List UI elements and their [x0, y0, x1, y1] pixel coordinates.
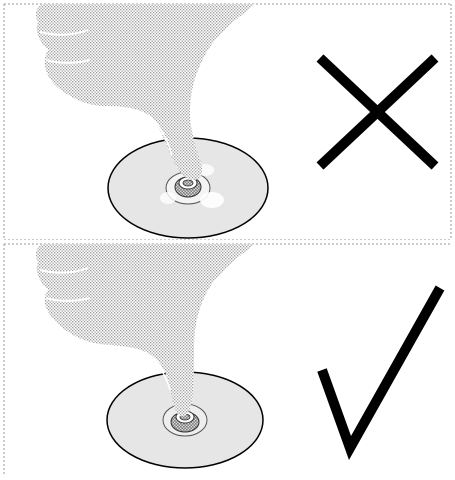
- check-mark-icon: [322, 288, 440, 448]
- correct-handling-panel: [0, 240, 455, 480]
- incorrect-handling-panel: [0, 0, 455, 240]
- cross-mark-icon: [320, 58, 435, 166]
